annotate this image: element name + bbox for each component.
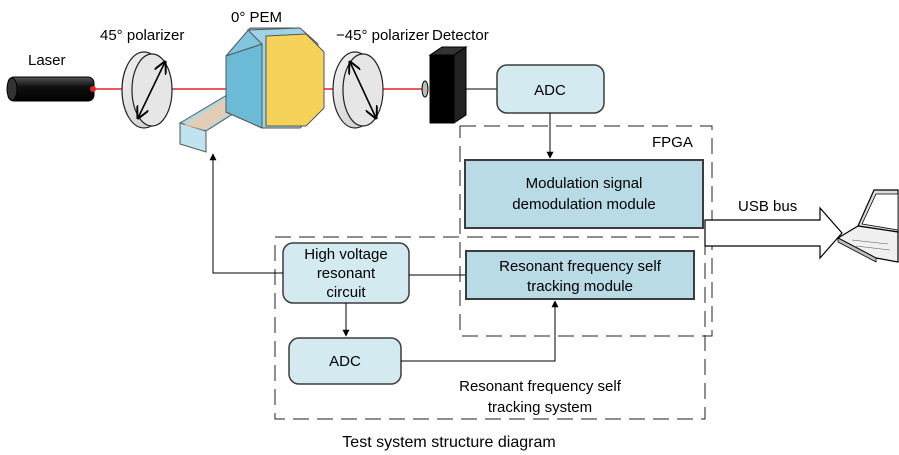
laptop-icon xyxy=(836,189,899,263)
tracking-system-label-line2: tracking system xyxy=(488,399,592,416)
tracking-module-line1: Resonant frequency self xyxy=(499,258,662,275)
laser-icon xyxy=(6,76,96,102)
hv-pem-connector xyxy=(209,153,283,274)
demod-module-box xyxy=(464,159,704,229)
adc-bottom-label: ADC xyxy=(329,353,361,370)
tracking-module-box xyxy=(465,250,695,300)
polarizer-45-icon xyxy=(121,51,173,129)
demod-module-line1: Modulation signal xyxy=(526,175,643,192)
adc-top-label: ADC xyxy=(534,82,566,99)
usb-bus-label: USB bus xyxy=(738,198,797,215)
diagram-caption: Test system structure diagram xyxy=(342,434,555,451)
pem-icon xyxy=(178,27,325,153)
polarizer-45-label: 45° polarizer xyxy=(100,27,184,44)
polarizer-minus45-icon xyxy=(332,51,384,129)
hv-resonant-line2: resonant xyxy=(317,265,376,282)
hv-resonant-line3: circuit xyxy=(326,284,366,301)
laser-label: Laser xyxy=(28,52,66,69)
hv-resonant-line1: High voltage xyxy=(304,246,387,263)
detector-icon xyxy=(421,46,468,124)
tracking-system-region xyxy=(274,236,706,420)
tracking-module-line2: tracking module xyxy=(527,278,633,295)
polarizer-minus45-label: −45° polarizer xyxy=(336,27,429,44)
fpga-label: FPGA xyxy=(652,134,693,151)
pem-label: 0° PEM xyxy=(231,9,282,26)
demod-module-line2: demodulation module xyxy=(512,196,655,213)
tracking-system-label-line1: Resonant frequency self xyxy=(459,378,622,395)
usb-arrow-icon xyxy=(704,206,843,260)
fpga-region xyxy=(459,125,713,337)
detector-label: Detector xyxy=(432,27,489,44)
adc-tracking-connector xyxy=(401,300,559,362)
